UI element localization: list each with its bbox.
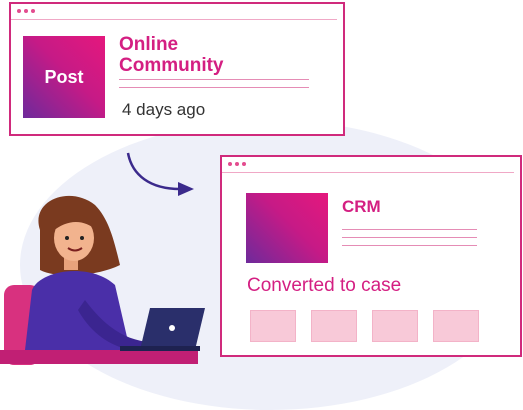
window-dot [242,162,246,166]
case-field-box [250,310,296,342]
window-dot [228,162,232,166]
person-illustration [0,195,205,365]
smile [67,247,83,252]
arm [78,300,150,352]
eye [65,236,69,240]
bangs [52,214,96,232]
window-controls [228,162,246,166]
desk [0,350,198,364]
community-title: Online Community [119,34,339,76]
window-dot [24,9,28,13]
arrow-icon [126,152,194,196]
window-controls [17,9,35,13]
case-field-row [250,310,479,342]
eye [80,236,84,240]
window-titlebar-line [11,19,337,20]
case-status: Converted to case [247,275,402,296]
text-placeholder-line [342,237,477,238]
post-label: Post [44,66,84,87]
laptop-logo [169,325,175,331]
crm-title: CRM [342,197,381,216]
face [54,215,94,261]
crm-window: CRM Converted to case [220,155,522,357]
post-window: Post Online Community 4 days ago [9,2,345,136]
text-placeholder-line [342,229,477,230]
window-dot [17,9,21,13]
crm-tile [246,193,328,263]
laptop-base [120,346,200,351]
window-dot [235,162,239,166]
window-dot [31,9,35,13]
case-field-box [372,310,418,342]
community-title-line1: Online [119,34,179,55]
window-titlebar-line [222,172,514,173]
case-field-box [433,310,479,342]
post-tile: Post [23,36,105,118]
text-placeholder-line [119,79,309,80]
text-placeholder-line [342,245,477,246]
case-field-box [311,310,357,342]
community-title-line2: Community [119,55,224,76]
text-placeholder-line [119,87,309,88]
post-timestamp: 4 days ago [122,100,206,119]
